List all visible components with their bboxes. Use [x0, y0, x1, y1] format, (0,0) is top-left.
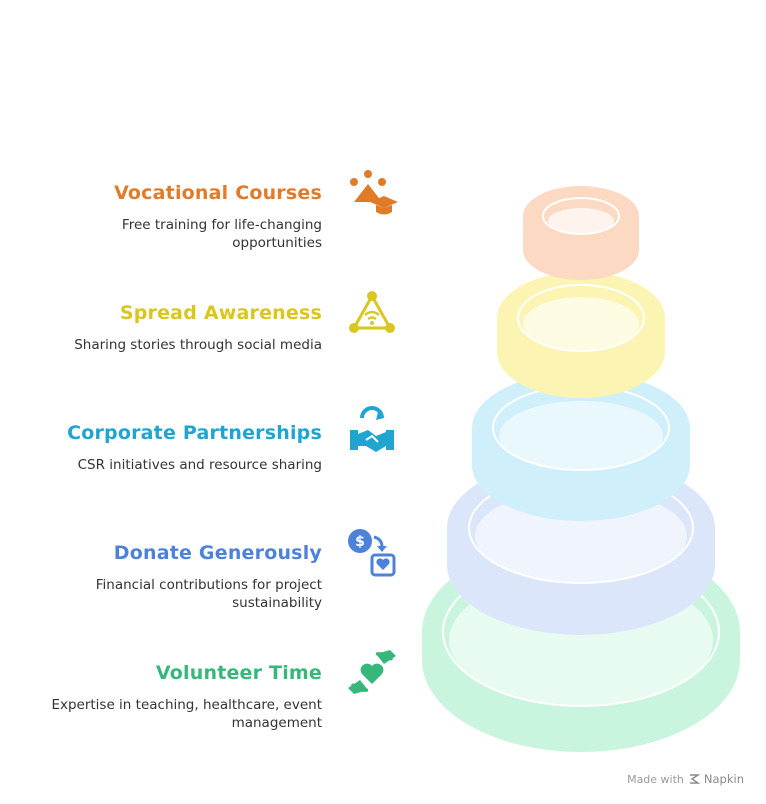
item-title: Spread Awareness: [119, 302, 322, 324]
donation-icon: $: [348, 529, 396, 577]
item-spread-awareness: Spread Awareness Sharing stories through…: [0, 300, 322, 354]
item-description: CSR initiatives and resource sharing: [77, 457, 322, 473]
item-volunteer-time: Volunteer Time Expertise in teaching, he…: [0, 660, 322, 732]
ring-vocational: [523, 186, 639, 280]
item-description: Expertise in teaching, healthcare, event…: [51, 697, 322, 731]
item-title: Volunteer Time: [155, 662, 322, 684]
footer-prefix: Made with: [627, 772, 684, 786]
item-description: Free training for life-changing opportun…: [121, 217, 322, 251]
ring-awareness: [497, 272, 665, 398]
handshake-icon: [350, 406, 394, 452]
item-description: Financial contributions for project sust…: [95, 577, 322, 611]
item-title: Donate Generously: [113, 542, 322, 564]
svg-text:$: $: [355, 534, 365, 550]
item-donate-generously: Donate Generously Financial contribution…: [0, 540, 322, 612]
item-corporate-partnerships: Corporate Partnerships CSR initiatives a…: [0, 420, 322, 474]
training-icon: [350, 170, 398, 215]
footer-brand: Napkin: [703, 772, 744, 786]
item-title: Vocational Courses: [114, 182, 322, 204]
item-description: Sharing stories through social media: [74, 337, 322, 353]
helping-hands-icon: [348, 650, 396, 694]
item-vocational-courses: Vocational Courses Free training for lif…: [0, 180, 322, 252]
item-title: Corporate Partnerships: [67, 422, 322, 444]
footer-attribution: Made with Napkin: [627, 772, 744, 786]
ring-corporate: [472, 372, 690, 521]
napkin-logo-icon: [689, 774, 700, 784]
network-share-icon: [349, 291, 395, 333]
